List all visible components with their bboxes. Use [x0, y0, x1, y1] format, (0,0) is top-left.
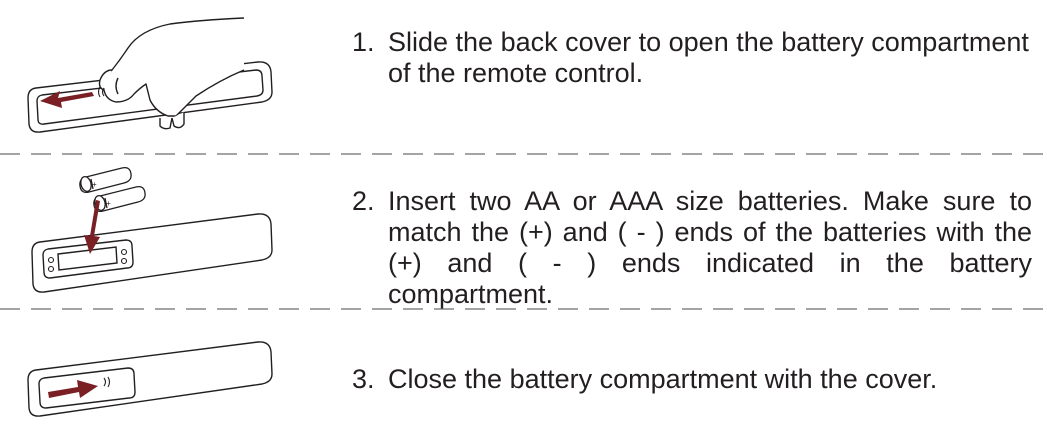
contact-mark-icon — [47, 248, 128, 273]
dashed-divider — [0, 308, 1047, 310]
battery-plus-mark: + — [92, 180, 97, 189]
step-instruction: Slide the back cover to open the battery… — [388, 27, 1029, 88]
dashed-divider — [0, 153, 1047, 155]
step-instruction: Close the battery compartment with the c… — [388, 364, 938, 394]
step-number: 1. — [352, 27, 375, 57]
battery-icon — [93, 185, 146, 213]
insert-batteries-illustration: + + — [31, 166, 273, 293]
step-2: + + 2. Insert two AA or AAA size batteri… — [0, 156, 1047, 309]
step-number: 3. — [352, 364, 375, 394]
step-2-text: 2. Insert two AA or AAA size batteries. … — [352, 186, 1032, 310]
step-1: 1. Slide the back cover to open the batt… — [0, 0, 1047, 150]
step-3: 3. Close the battery compartment with th… — [0, 312, 1047, 435]
step-instruction: Insert two AA or AAA size batteries. Mak… — [388, 186, 1032, 309]
battery-icon — [79, 166, 132, 194]
slide-mark-icon — [103, 376, 111, 388]
step-number: 2. — [352, 186, 375, 216]
hand-sliding-cover-illustration — [27, 17, 273, 133]
slide-mark-icon — [97, 86, 105, 98]
step-1-text: 1. Slide the back cover to open the batt… — [352, 27, 1032, 89]
remote-control-outline — [27, 61, 273, 133]
arrow-right-icon — [48, 380, 98, 398]
arrow-left-icon — [40, 91, 94, 108]
battery-plus-mark: + — [106, 199, 111, 208]
close-cover-illustration — [27, 341, 273, 417]
arrow-down-icon — [84, 200, 100, 254]
step-3-text: 3. Close the battery compartment with th… — [352, 364, 1032, 395]
remote-control-outline — [31, 213, 273, 293]
remote-control-outline — [27, 341, 273, 417]
hand-icon — [98, 17, 245, 130]
